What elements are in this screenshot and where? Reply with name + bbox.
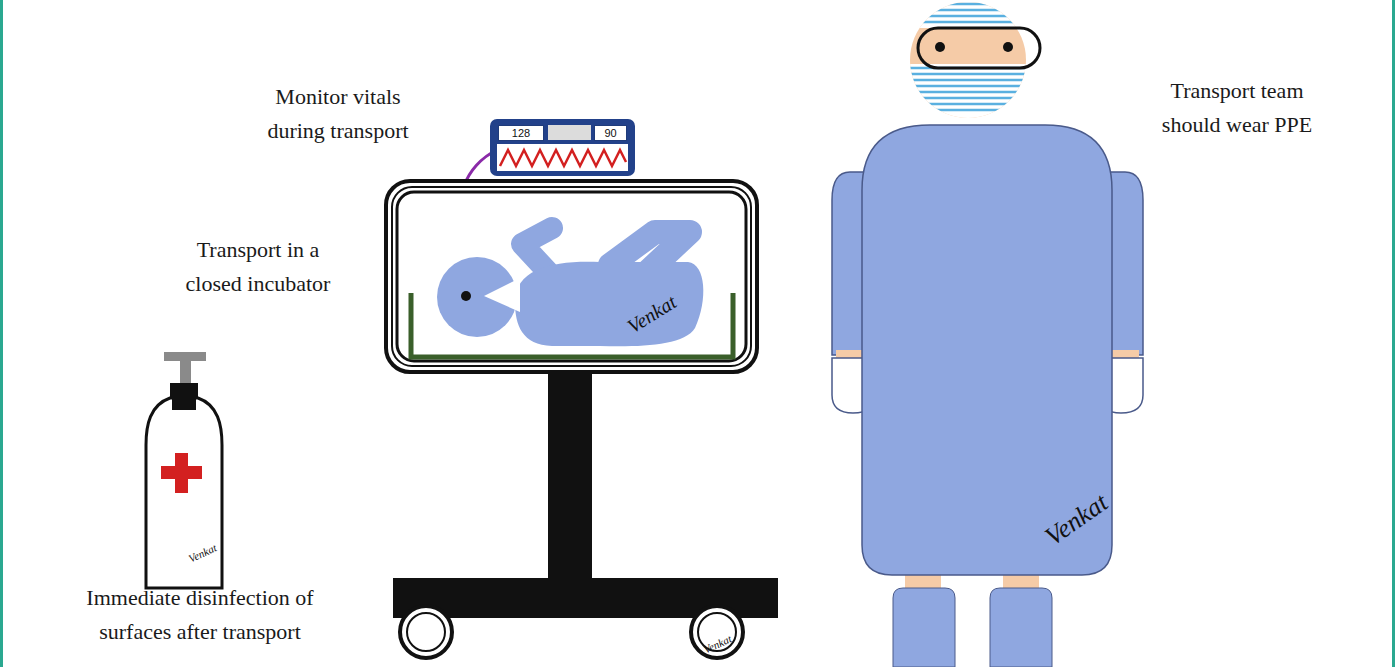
- saturation-readout: 90: [594, 125, 627, 141]
- page-border: [0, 0, 3, 667]
- disinfection-note: Immediate disinfection of surfaces after…: [55, 581, 345, 649]
- disinfectant-bottle: [146, 352, 222, 588]
- heart-rate-readout: 128: [498, 125, 544, 141]
- incubator-stand: [393, 372, 778, 658]
- page-border: [1392, 0, 1395, 667]
- monitor-note: Monitor vitals during transport: [248, 80, 428, 148]
- vitals-monitor: [490, 119, 635, 176]
- incubator: [386, 181, 757, 372]
- baby: [437, 228, 703, 346]
- incubator-note: Transport in a closed incubator: [167, 233, 349, 301]
- ppe-note: Transport team should wear PPE: [1142, 74, 1332, 142]
- readout-value: 90: [604, 128, 616, 139]
- readout-value: 128: [512, 128, 530, 139]
- ppe-worker: [832, 0, 1143, 667]
